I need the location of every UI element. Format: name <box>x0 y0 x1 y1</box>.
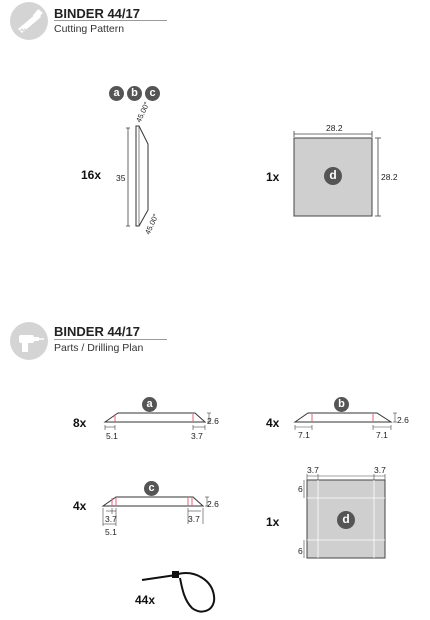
part-b-qty: 4x <box>266 416 280 430</box>
part-d-badge: d <box>337 511 355 529</box>
drilling-subtitle: Parts / Drilling Plan <box>54 342 144 354</box>
part-b-left-dim: 7.1 <box>298 430 310 440</box>
strip-drawing <box>126 125 149 227</box>
panel-width-label: 28.2 <box>326 123 343 133</box>
panel-qty: 1x <box>266 170 280 184</box>
part-c-left-bottom-dim: 5.1 <box>105 527 117 537</box>
part-a-qty: 8x <box>73 416 87 430</box>
part-d-top-left-dim: 3.7 <box>307 465 319 475</box>
part-c-badge: c <box>144 481 159 496</box>
part-b-right-dim: 7.1 <box>376 430 388 440</box>
part-b-drawing <box>293 412 397 430</box>
cable-tie-qty: 44x <box>135 593 156 607</box>
panel-d-badge: d <box>324 167 342 185</box>
cutting-subtitle: Cutting Pattern <box>54 23 125 35</box>
part-d-top-right-dim: 3.7 <box>374 465 386 475</box>
part-c-qty: 4x <box>73 499 87 513</box>
drilling-rule <box>54 339 167 340</box>
part-a-badge: a <box>142 397 157 412</box>
cutting-rule <box>54 20 167 21</box>
panel-height-label: 28.2 <box>381 172 398 182</box>
drilling-title: BINDER 44/17 <box>54 324 140 339</box>
label-c-badge: c <box>145 86 160 101</box>
part-c-thickness: 2.6 <box>207 499 219 509</box>
part-a-thickness: 2.6 <box>207 416 219 426</box>
label-b-badge: b <box>127 86 142 101</box>
cutting-title: BINDER 44/17 <box>54 6 140 21</box>
part-b-badge: b <box>334 397 349 412</box>
saw-icon <box>10 2 48 40</box>
strip-length-label: 35 <box>116 173 126 183</box>
part-c-right-dim: 3.7 <box>188 514 200 524</box>
part-a-left-dim: 5.1 <box>106 431 118 441</box>
drill-icon <box>10 322 48 360</box>
part-a-right-dim: 3.7 <box>191 431 203 441</box>
part-d-qty: 1x <box>266 515 280 529</box>
part-d-side-bottom-dim: 6 <box>298 546 303 556</box>
part-c-drawing <box>101 496 209 526</box>
part-d-side-top-dim: 6 <box>298 484 303 494</box>
part-a-drawing <box>103 412 211 430</box>
label-a-badge: a <box>109 86 124 101</box>
cable-tie-icon <box>141 571 216 613</box>
part-c-left-top-dim: 3.7 <box>105 514 117 524</box>
strip-qty: 16x <box>81 168 102 182</box>
part-b-thickness: 2.6 <box>397 415 409 425</box>
